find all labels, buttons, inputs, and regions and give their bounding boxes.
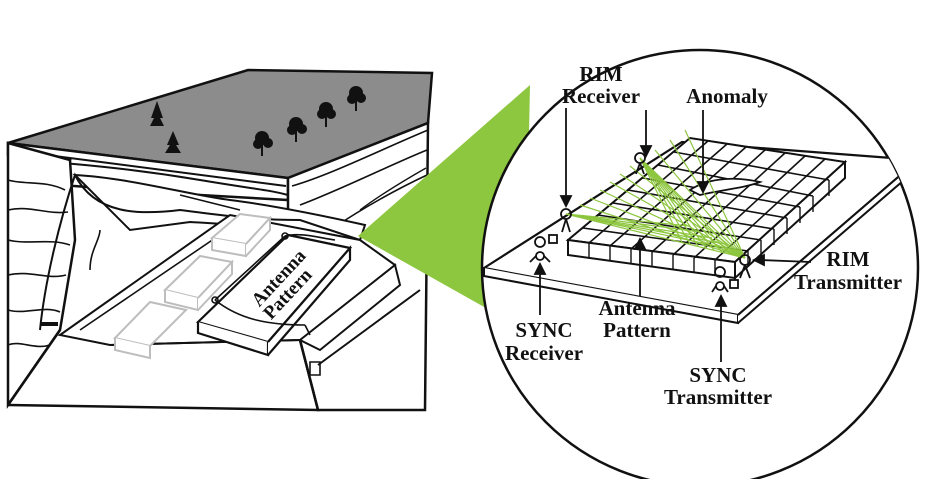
sync-transmitter-label-1: SYNC	[689, 363, 746, 387]
ray-paths	[565, 129, 746, 259]
rim-transmitter-label-1: RIM	[826, 247, 869, 271]
sync-receiver-label-2: Receiver	[505, 341, 583, 365]
rim-receiver-label-1: RIM	[579, 62, 622, 86]
deciduous-tree-icon	[253, 131, 273, 156]
anomaly-label: Anomaly	[686, 84, 768, 108]
rim-transmitter-label-2: Transmitter	[794, 270, 902, 294]
conifer-icon	[165, 131, 181, 153]
antenna-pattern-label-1: Antenna	[598, 296, 676, 320]
antenna-pattern-label-2: Pattern	[603, 318, 671, 342]
leader-lines	[533, 108, 812, 362]
sync-transmitter-device	[711, 266, 739, 293]
deciduous-tree-icon	[317, 102, 336, 127]
conifer-icon	[150, 101, 164, 126]
sync-receiver-label-1: SYNC	[515, 318, 572, 342]
sync-transmitter-label-2: Transmitter	[664, 385, 772, 409]
rim-receiver-label-2: Receiver	[562, 84, 640, 108]
labels: RIM Receiver Anomaly RIM Transmitter Ant…	[505, 62, 902, 409]
rim-transmitter-device	[739, 254, 751, 279]
deciduous-tree-icon	[287, 117, 307, 142]
anomaly-receiver-device	[634, 152, 646, 175]
deciduous-tree-icon	[347, 86, 366, 111]
sync-receiver-device	[529, 234, 558, 263]
tunnel-slabs	[113, 212, 273, 360]
trees	[150, 86, 366, 156]
rim-receiver-device	[560, 208, 572, 233]
devices	[529, 152, 751, 293]
